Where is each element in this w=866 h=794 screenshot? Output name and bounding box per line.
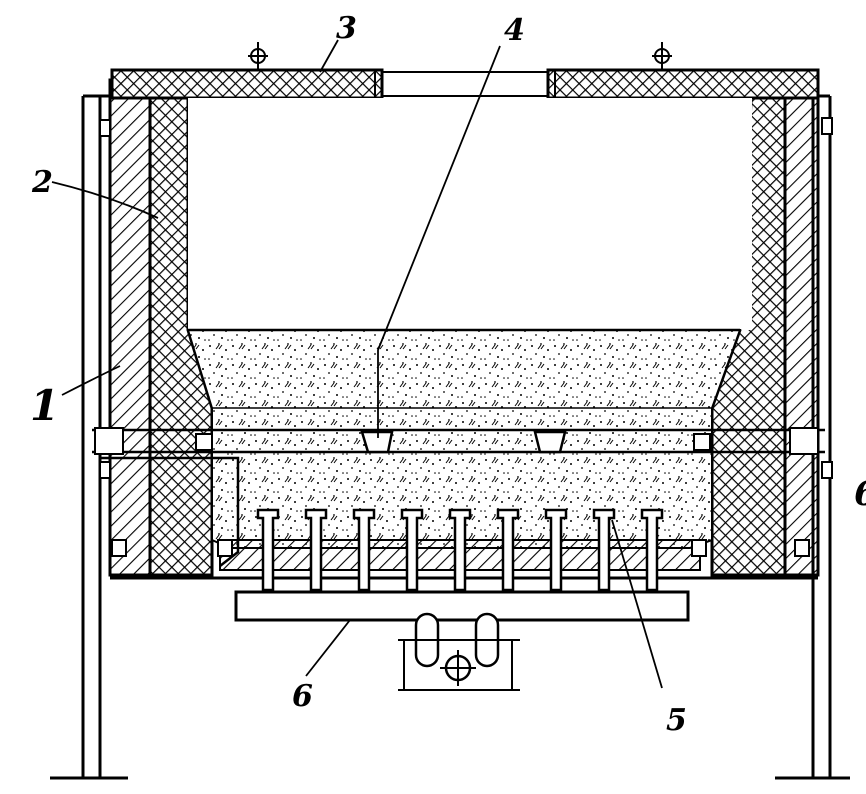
grate-bar: [256, 508, 664, 592]
edge-mark: 6: [854, 474, 866, 514]
grate-carrier: [234, 590, 690, 622]
lid-bolt-left: [248, 42, 268, 70]
chamber-interior: [188, 98, 752, 330]
label-lining: 2: [31, 165, 53, 200]
label-grate: 6: [292, 679, 313, 714]
outer-wall-left: [108, 78, 152, 577]
nozzle-tip-right: [533, 430, 567, 454]
nozzle-tip-left: [360, 430, 394, 454]
nozzle-pipe: [92, 427, 825, 455]
label-frame: 1: [30, 381, 59, 430]
label-charge: 5: [666, 703, 687, 738]
outer-wall-right: [783, 78, 820, 577]
fastener: [99, 117, 833, 557]
roller-assembly: [398, 612, 520, 691]
side-duct: [100, 456, 240, 567]
leader-lines: [51, 39, 663, 689]
lid: [110, 68, 820, 100]
label-nozzle: 4: [504, 13, 525, 48]
lid-bolt-right: [652, 42, 672, 70]
label-lid: 3: [336, 11, 357, 46]
